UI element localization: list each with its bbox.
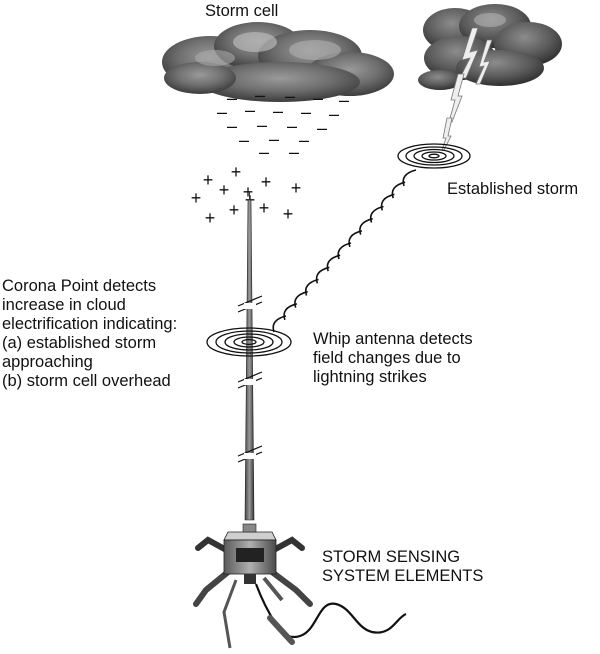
whip-antenna-line: lightning strikes: [313, 368, 427, 386]
wave-arc: [337, 242, 352, 260]
negative-charge: –: [299, 130, 309, 150]
wave-arc: [304, 278, 319, 296]
system-elements-line: STORM SENSING: [322, 548, 461, 566]
negative-charge: –: [227, 116, 237, 136]
wave-arc: [294, 290, 308, 308]
negative-charge: –: [317, 118, 327, 138]
storm-cell-label: Storm cell: [205, 2, 279, 20]
storm-cell-cloud: [162, 22, 394, 102]
field-change-waves: [272, 169, 417, 333]
lightning-bolt: [441, 27, 493, 151]
positive-charge: +: [219, 180, 230, 200]
positive-charge: +: [231, 162, 242, 182]
corona-point-line: (a) established storm: [2, 334, 157, 352]
system-elements-line: SYSTEM ELEMENTS: [322, 567, 484, 585]
whip-antenna-line: Whip antenna detects: [313, 330, 473, 348]
established-storm-cloud: [418, 4, 562, 90]
negative-charge: –: [239, 130, 249, 150]
sensor-base-unit: [193, 523, 407, 649]
negative-charge: –: [255, 85, 265, 105]
wave-arc: [380, 193, 395, 211]
whip-antenna-label: Whip antenna detects field changes due t…: [313, 330, 473, 387]
positive-charges: ++++++++++++: [191, 162, 302, 228]
positive-charge: +: [283, 204, 294, 224]
positive-charge: +: [259, 198, 270, 218]
negative-charge: –: [313, 88, 323, 108]
wave-arc: [402, 169, 417, 187]
negative-charge: –: [245, 100, 255, 120]
negative-charge: –: [339, 90, 349, 110]
whip-antenna-line: field changes due to: [313, 349, 461, 367]
negative-charge: –: [269, 129, 279, 149]
established-storm-label: Established storm: [447, 180, 579, 198]
positive-charge: +: [191, 188, 202, 208]
negative-charge: –: [257, 115, 267, 135]
negative-charge: –: [259, 142, 269, 162]
negative-charges: –––––––––––––––––––: [217, 85, 349, 162]
wave-arc: [391, 181, 406, 199]
corona-point-line: Corona Point detects: [2, 277, 157, 295]
negative-charge: –: [287, 116, 297, 136]
corona-point-ripple: [206, 327, 292, 357]
corona-point-line: approaching: [2, 353, 93, 371]
corona-point-line: increase in cloud: [2, 296, 126, 314]
positive-charge: +: [229, 200, 240, 220]
positive-charge: +: [203, 170, 214, 190]
positive-charge: +: [205, 208, 216, 228]
corona-point-line: electrification indicating:: [2, 315, 178, 333]
wave-arc: [369, 205, 384, 223]
positive-charge: +: [291, 178, 302, 198]
negative-charge: –: [285, 86, 295, 106]
system-elements-label: STORM SENSING SYSTEM ELEMENTS: [322, 548, 483, 586]
corona-point-label: Corona Point detects increase in cloud e…: [2, 277, 177, 391]
positive-charge: +: [261, 172, 272, 192]
wave-arc: [359, 217, 373, 235]
wave-arc: [348, 230, 363, 248]
positive-charge: +: [243, 182, 254, 202]
wave-arc: [326, 254, 341, 272]
wave-arc: [315, 266, 330, 284]
negative-charge: –: [217, 102, 227, 122]
wave-arc: [283, 303, 298, 321]
negative-charge: –: [289, 142, 299, 162]
negative-charge: –: [227, 88, 237, 108]
negative-charge: –: [301, 102, 311, 122]
whip-antenna: [237, 192, 263, 521]
corona-point-line: (b) storm cell overhead: [2, 372, 171, 390]
negative-charge: –: [329, 104, 339, 124]
negative-charge: –: [273, 101, 283, 121]
established-storm-ripple: [397, 143, 471, 169]
